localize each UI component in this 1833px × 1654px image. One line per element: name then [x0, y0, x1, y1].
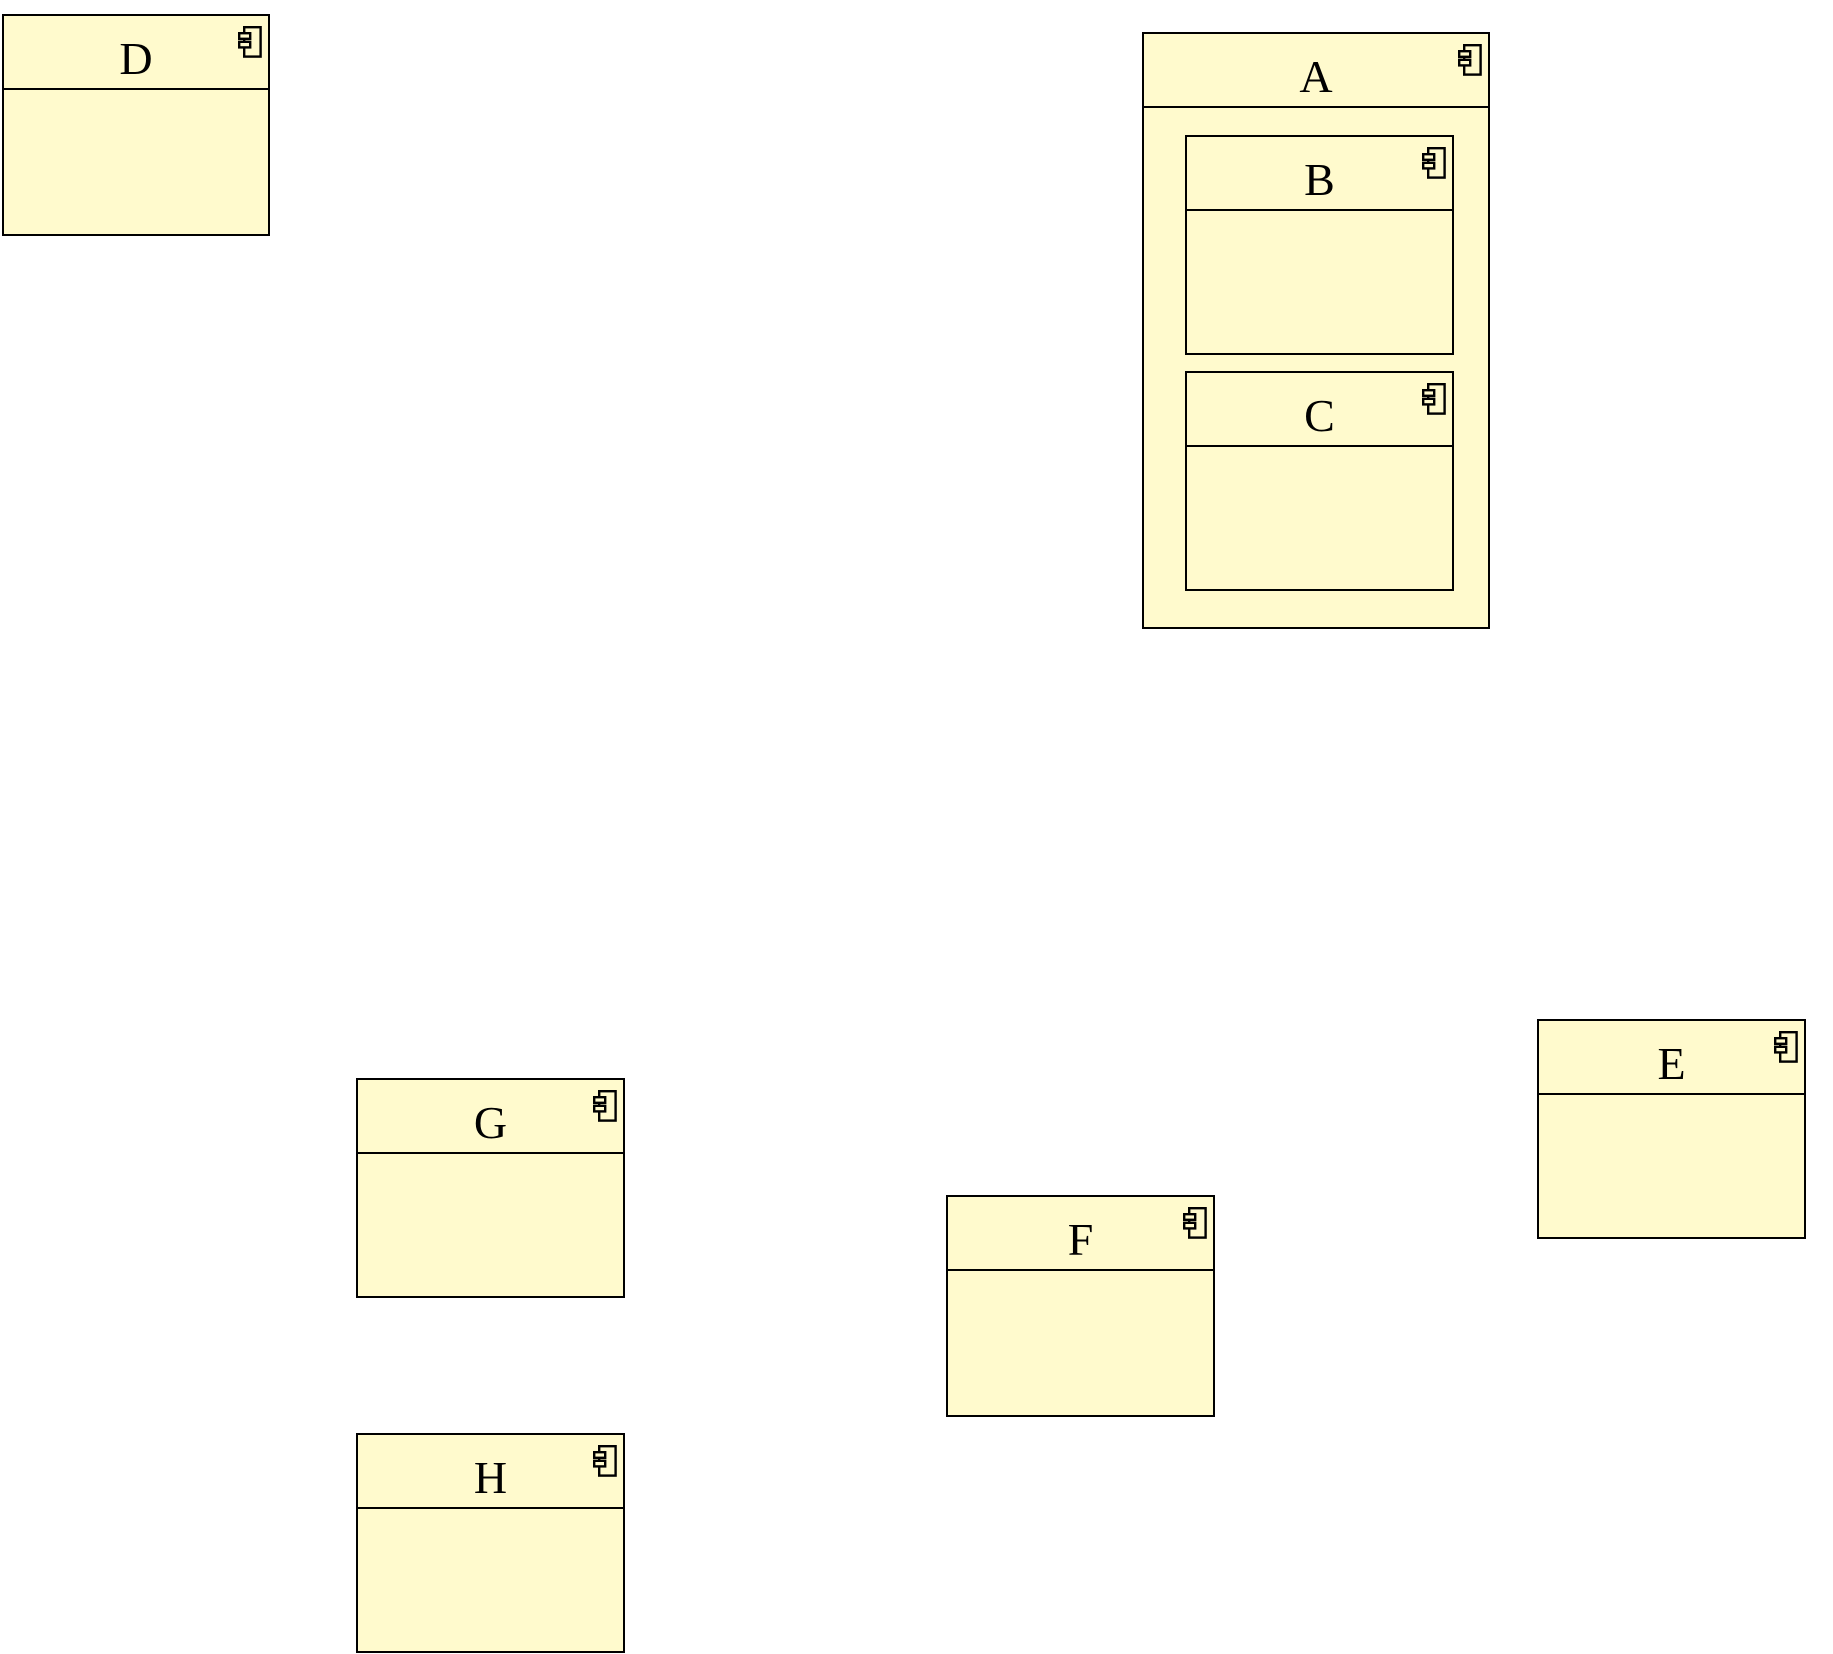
component-C-label: C [1304, 389, 1335, 441]
component-H-header: H [358, 1435, 623, 1509]
uml-component-icon [1458, 44, 1482, 76]
uml-component-icon [1774, 1031, 1798, 1063]
component-D-label: D [119, 32, 153, 84]
component-D[interactable]: D [2, 14, 270, 236]
component-A-header: A [1144, 34, 1488, 108]
uml-component-icon [593, 1445, 617, 1477]
component-F[interactable]: F [946, 1195, 1215, 1417]
component-E-label: E [1657, 1037, 1686, 1089]
component-G[interactable]: G [356, 1078, 625, 1298]
component-F-header: F [948, 1197, 1213, 1271]
uml-component-icon [1422, 383, 1446, 415]
component-A-label: A [1299, 50, 1333, 102]
component-G-label: G [473, 1096, 508, 1148]
component-B-label: B [1304, 153, 1335, 205]
component-G-header: G [358, 1080, 623, 1154]
component-D-header: D [4, 16, 268, 90]
component-H[interactable]: H [356, 1433, 625, 1653]
component-C[interactable]: C [1185, 371, 1454, 591]
component-H-label: H [473, 1451, 508, 1503]
component-B[interactable]: B [1185, 135, 1454, 355]
component-E[interactable]: E [1537, 1019, 1806, 1239]
component-C-header: C [1187, 373, 1452, 447]
component-B-header: B [1187, 137, 1452, 211]
uml-component-icon [238, 26, 262, 58]
component-A[interactable]: A B C [1142, 32, 1490, 629]
component-E-header: E [1539, 1021, 1804, 1095]
uml-component-icon [1422, 147, 1446, 179]
uml-component-icon [1183, 1207, 1207, 1239]
component-F-label: F [1067, 1213, 1094, 1265]
uml-component-icon [593, 1090, 617, 1122]
